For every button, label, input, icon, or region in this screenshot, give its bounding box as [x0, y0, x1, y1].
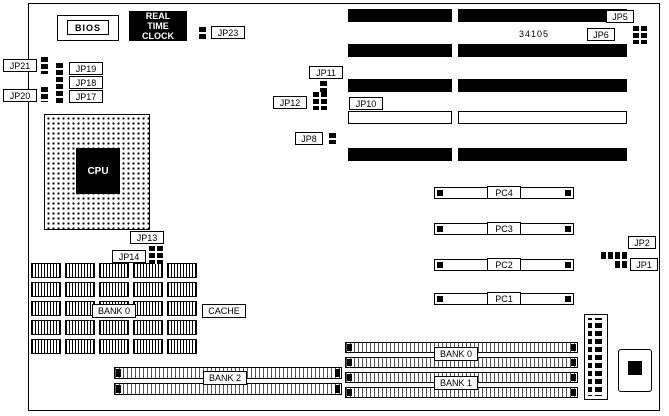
jumper-label-jp8: JP8: [295, 132, 323, 145]
jp20-pins: [41, 87, 48, 102]
jumper-label-jp14: JP14: [112, 250, 146, 263]
pci-slot-label-pc4: PC4: [487, 186, 521, 199]
jp12-jp10-pins: [313, 92, 329, 110]
jp21-pins: [41, 57, 48, 74]
bios-chip-label: BIOS: [67, 20, 109, 35]
isa-slot: [458, 111, 627, 124]
bank1-label: BANK 1: [434, 376, 478, 390]
jumper-label-jp6: JP6: [587, 28, 615, 41]
isa-slot: [348, 9, 452, 22]
dram-chip: [99, 282, 129, 297]
dram-chip: [133, 339, 163, 354]
dram-chip: [31, 282, 61, 297]
dram-chip: [167, 339, 197, 354]
dram-chip: [31, 320, 61, 335]
jumper-label-jp11: JP11: [309, 66, 343, 79]
dram-chip: [99, 339, 129, 354]
rtc-chip: REAL TIME CLOCK: [129, 11, 187, 41]
jp2-pins: [601, 252, 627, 259]
isa-slot: [348, 148, 452, 161]
dram-chip: [133, 301, 163, 316]
dram-chip: [65, 339, 95, 354]
cache-label: CACHE: [202, 304, 246, 318]
board-part-number: 34105: [519, 29, 550, 39]
dram-chip: [167, 263, 197, 278]
jumper-label-jp19: JP19: [69, 62, 103, 75]
pci-slot-label-pc1: PC1: [487, 292, 521, 305]
isa-slot: [458, 9, 627, 22]
bank0-left-label: BANK 0: [92, 304, 136, 318]
dram-chip: [99, 263, 129, 278]
dram-chip: [133, 263, 163, 278]
dram-chip: [31, 339, 61, 354]
dram-chip: [65, 282, 95, 297]
bank0-right-label: BANK 0: [434, 347, 478, 361]
jp17-pins: [56, 91, 63, 103]
dram-chip: [99, 320, 129, 335]
jumper-label-jp21: JP21: [3, 59, 37, 72]
pci-slot-label-pc3: PC3: [487, 222, 521, 235]
isa-slot: [348, 44, 452, 57]
keyboard-connector-core: [628, 361, 642, 375]
bios-chip: [57, 15, 119, 41]
jumper-label-jp1: JP1: [630, 258, 658, 271]
jumper-label-jp12: JP12: [273, 96, 307, 109]
jumper-label-jp17: JP17: [69, 90, 103, 103]
jp11-pins: [320, 81, 327, 92]
isa-slot: [348, 111, 452, 124]
bank2-label: BANK 2: [203, 371, 247, 385]
pci-slot-label-pc2: PC2: [487, 258, 521, 271]
jumper-label-jp2: JP2: [628, 236, 656, 249]
jumper-label-jp5: JP5: [606, 10, 634, 23]
dram-chip: [31, 301, 61, 316]
isa-slot: [458, 44, 627, 57]
dram-chip: [65, 320, 95, 335]
dram-chip: [65, 263, 95, 278]
jumper-label-jp23: JP23: [211, 26, 245, 39]
jp5-jp6-pins: [633, 26, 649, 44]
isa-slot: [458, 148, 627, 161]
jp19-pins: [56, 63, 63, 75]
jumper-label-jp10: JP10: [349, 97, 383, 110]
dram-chip: [167, 282, 197, 297]
jumper-label-jp18: JP18: [69, 76, 103, 89]
jp1-pins: [615, 261, 628, 268]
jp13-jp14-pins: [149, 246, 163, 264]
cpu-chip: CPU: [76, 148, 120, 194]
power-connector: [584, 314, 608, 400]
isa-slot: [348, 79, 452, 92]
dram-chip: [167, 301, 197, 316]
isa-slot: [458, 79, 627, 92]
dram-chip: [133, 282, 163, 297]
jp8-pins: [329, 133, 336, 144]
jp18-pins: [56, 77, 63, 89]
jumper-label-jp20: JP20: [3, 89, 37, 102]
dram-chip: [133, 320, 163, 335]
dram-chip: [167, 320, 197, 335]
dram-chip: [65, 301, 95, 316]
jumper-label-jp13: JP13: [130, 231, 164, 244]
dram-chip: [31, 263, 61, 278]
jp23-pins: [199, 27, 206, 39]
